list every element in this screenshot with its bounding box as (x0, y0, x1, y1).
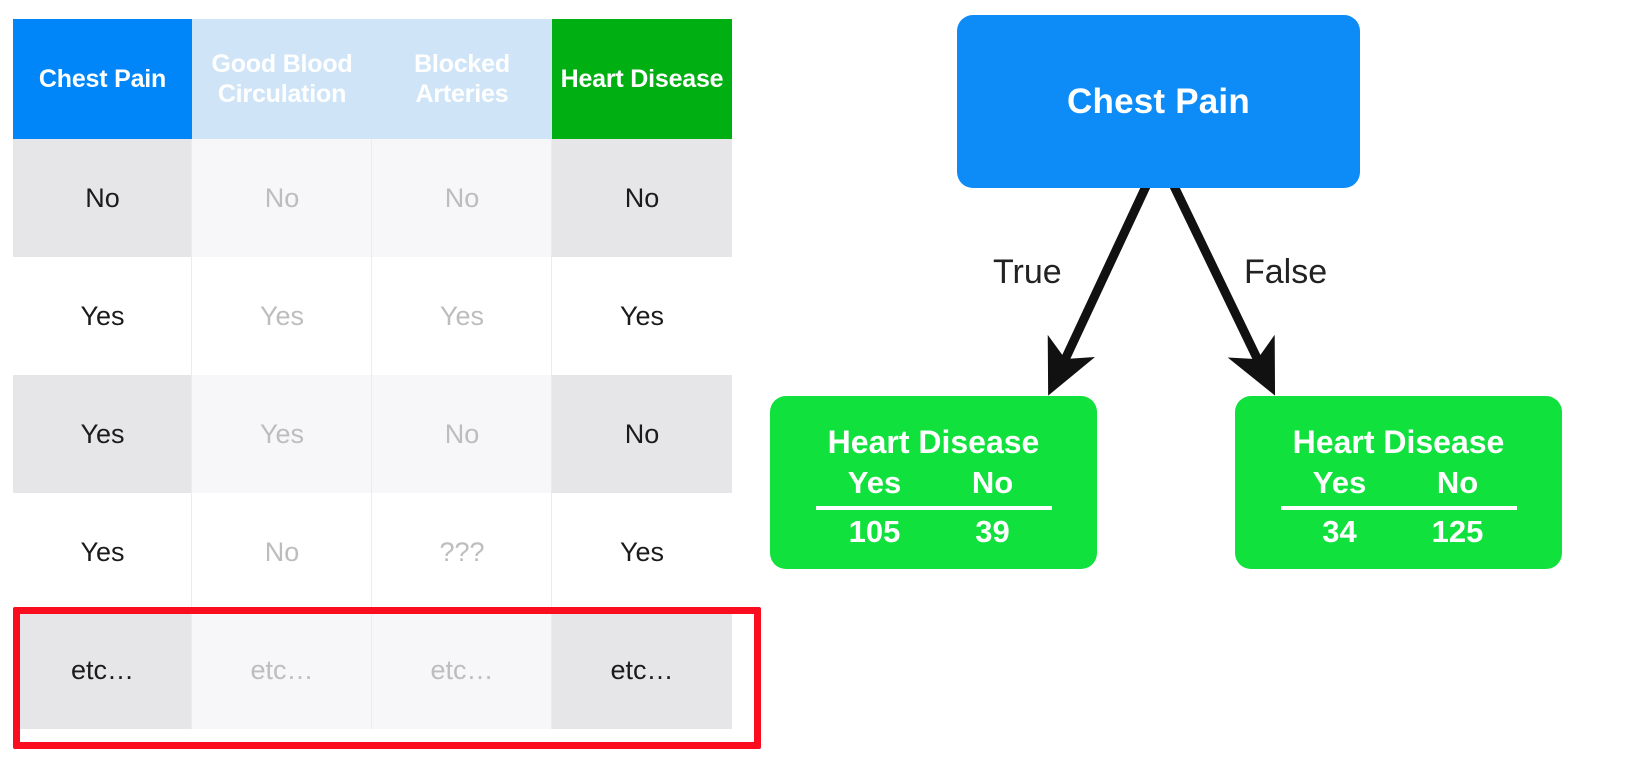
table-row: Yes Yes No No (13, 375, 732, 493)
edge-false-arrow (1167, 180, 1276, 396)
table-header-row: Chest Pain Good Blood Circulation Blocke… (13, 19, 732, 139)
cell-heart-disease: No (552, 375, 732, 493)
tree-leaf-node-false[interactable]: Heart Disease Yes No 34 125 (1235, 396, 1562, 569)
cell-chest-pain: Yes (13, 257, 192, 375)
table-row: Yes No ??? Yes (13, 493, 732, 611)
cell-blocked-arteries: No (372, 139, 552, 257)
leaf-divider-rule (1280, 505, 1517, 510)
leaf-column-labels: Yes No (1281, 465, 1517, 503)
leaf-values: 105 39 (816, 514, 1052, 550)
cell-heart-disease: Yes (552, 257, 732, 375)
cell-good-blood-circulation: Yes (192, 257, 372, 375)
leaf-value-no: 39 (975, 513, 1010, 549)
column-header-chest-pain: Chest Pain (13, 19, 192, 139)
leaf-label-no: No (971, 464, 1014, 500)
cell-blocked-arteries: Yes (372, 257, 552, 375)
column-header-heart-disease: Heart Disease (552, 19, 732, 139)
tree-root-node-chest-pain[interactable]: Chest Pain (957, 15, 1360, 188)
cell-heart-disease: etc… (552, 611, 732, 729)
edge-true-arrow (1047, 180, 1153, 396)
leaf-column-labels: Yes No (816, 465, 1052, 503)
edge-label-true: True (993, 253, 1062, 291)
edge-label-false: False (1244, 253, 1328, 291)
leaf-divider-rule (815, 505, 1052, 510)
root-node-label: Chest Pain (1067, 81, 1250, 121)
table-header: Chest Pain Good Blood Circulation Blocke… (13, 19, 732, 139)
leaf-value-no: 125 (1431, 513, 1484, 549)
leaf-value-yes: 105 (848, 513, 901, 549)
leaf-label-yes: Yes (1312, 464, 1367, 500)
cell-good-blood-circulation: etc… (192, 611, 372, 729)
cell-heart-disease: Yes (552, 493, 732, 611)
cell-blocked-arteries: ??? (372, 493, 552, 611)
cell-good-blood-circulation: Yes (192, 375, 372, 493)
column-header-blocked-arteries: Blocked Arteries (372, 19, 552, 139)
table-row-etc: etc… etc… etc… etc… (13, 611, 732, 729)
table: Chest Pain Good Blood Circulation Blocke… (13, 19, 732, 729)
cell-good-blood-circulation: No (192, 139, 372, 257)
cell-blocked-arteries: No (372, 375, 552, 493)
cell-chest-pain: Yes (13, 493, 192, 611)
column-header-good-blood-circulation: Good Blood Circulation (192, 19, 372, 139)
table-row: Yes Yes Yes Yes (13, 257, 732, 375)
table-body: No No No No Yes Yes Yes Yes Yes Yes No N… (13, 139, 732, 729)
leaf-values: 34 125 (1281, 514, 1517, 550)
cell-chest-pain: etc… (13, 611, 192, 729)
leaf-title: Heart Disease (1292, 424, 1505, 461)
cell-chest-pain: No (13, 139, 192, 257)
cell-chest-pain: Yes (13, 375, 192, 493)
training-data-table: Chest Pain Good Blood Circulation Blocke… (13, 19, 761, 749)
cell-heart-disease: No (552, 139, 732, 257)
leaf-label-yes: Yes (847, 464, 902, 500)
tree-leaf-node-true[interactable]: Heart Disease Yes No 105 39 (770, 396, 1097, 569)
cell-blocked-arteries: etc… (372, 611, 552, 729)
cell-good-blood-circulation: No (192, 493, 372, 611)
table-row: No No No No (13, 139, 732, 257)
leaf-title: Heart Disease (827, 424, 1040, 461)
leaf-value-yes: 34 (1322, 513, 1357, 549)
leaf-label-no: No (1436, 464, 1479, 500)
